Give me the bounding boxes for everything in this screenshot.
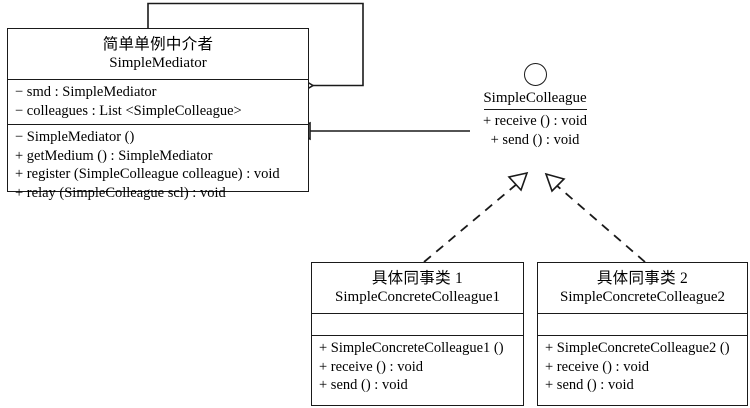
hollow-triangle-marker [507, 171, 529, 192]
operation-row: + send () : void [545, 377, 634, 393]
operation-row: + receive () : void [545, 358, 649, 375]
class-header-simple-mediator: 简单单例中介者 SimpleMediator [8, 29, 308, 79]
attributes-compartment-simple-concrete-colleague1 [312, 313, 523, 335]
operations-compartment-simple-concrete-colleague2: + SimpleConcreteColleague2 () + receive … [538, 335, 747, 399]
interface-operation-row: + receive () : void [483, 113, 587, 129]
operation-row: + send () : void [319, 377, 408, 393]
operations-compartment-simple-concrete-colleague1: + SimpleConcreteColleague1 () + receive … [312, 335, 523, 399]
interface-circle-icon [523, 63, 547, 86]
operation-row: + SimpleConcreteColleague1 () [319, 340, 504, 356]
hollow-triangle-marker [544, 172, 566, 193]
class-box-simple-concrete-colleague2[interactable]: 具体同事类 2 SimpleConcreteColleague2 + Simpl… [537, 262, 748, 406]
edge-concrete2-realizes-colleague [544, 172, 646, 263]
class-name-en: SimpleMediator [109, 55, 207, 71]
interface-name: SimpleColleague [483, 90, 587, 106]
attribute-row: − smd : SimpleMediator [15, 84, 157, 100]
edge-mediator-realizes-colleague [290, 121, 470, 141]
class-name-en: SimpleConcreteColleague1 [335, 289, 500, 305]
class-box-simple-mediator[interactable]: 简单单例中介者 SimpleMediator − smd : SimpleMed… [7, 28, 309, 201]
attribute-row: − colleagues : List <SimpleColleague> [15, 102, 242, 119]
class-box-simple-concrete-colleague1[interactable]: 具体同事类 1 SimpleConcreteColleague1 + Simpl… [311, 262, 524, 406]
operation-row: + SimpleConcreteColleague2 () [545, 340, 730, 356]
operation-row: + getMedium () : SimpleMediator [15, 147, 213, 164]
operation-row: + receive () : void [319, 358, 423, 375]
class-header-simple-concrete-colleague1: 具体同事类 1 SimpleConcreteColleague1 [312, 263, 523, 313]
class-header-simple-concrete-colleague2: 具体同事类 2 SimpleConcreteColleague2 [538, 263, 747, 313]
edge-concrete1-realizes-colleague [423, 171, 529, 263]
operation-row: − SimpleMediator () [15, 129, 135, 145]
class-name-cn: 简单单例中介者 [102, 36, 214, 53]
operation-row: + register (SimpleColleague colleague) :… [15, 166, 280, 182]
operation-row: + relay (SimpleColleague scl) : void [15, 184, 226, 201]
interface-divider [483, 109, 587, 110]
operations-compartment-simple-mediator: − SimpleMediator () + getMedium () : Sim… [8, 124, 308, 206]
class-name-cn: 具体同事类 2 [596, 270, 689, 287]
interface-operation-row: + send () : void [490, 131, 580, 148]
attributes-compartment-simple-mediator: − smd : SimpleMediator − colleagues : Li… [8, 79, 308, 124]
interface-simple-colleague[interactable]: SimpleColleague + receive () : void + se… [455, 63, 615, 149]
attributes-compartment-simple-concrete-colleague2 [538, 313, 747, 335]
class-name-cn: 具体同事类 1 [371, 270, 464, 287]
class-name-en: SimpleConcreteColleague2 [560, 289, 725, 305]
